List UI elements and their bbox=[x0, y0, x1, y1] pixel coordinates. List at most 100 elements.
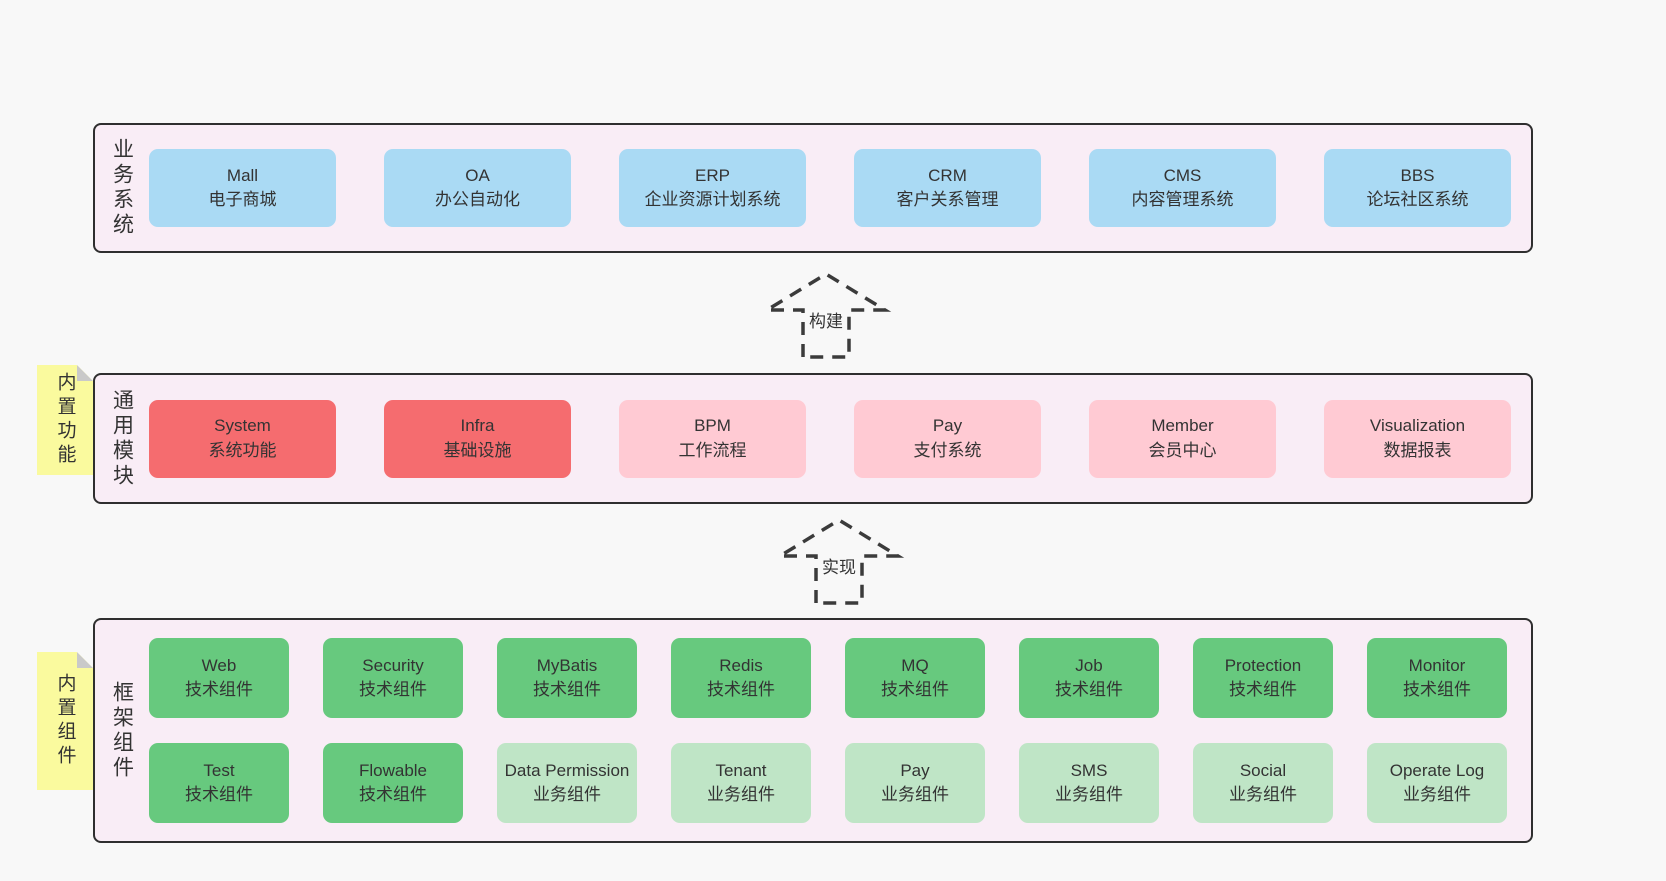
box-subtitle: 客户关系管理 bbox=[896, 190, 999, 209]
box-subtitle: 系统功能 bbox=[208, 440, 277, 460]
box-title: Flowable bbox=[358, 760, 428, 780]
box-subtitle: 工作流程 bbox=[678, 440, 747, 460]
box-subtitle: 基础设施 bbox=[443, 440, 512, 460]
box-title: ERP bbox=[695, 165, 730, 185]
box-subtitle: 技术组件 bbox=[533, 680, 601, 699]
box-social: Social 业务组件 bbox=[1193, 743, 1333, 823]
box-oa: OA 办公自动化 bbox=[384, 149, 571, 227]
box-subtitle: 内容管理系统 bbox=[1131, 190, 1234, 209]
band-label-framework-components: 框架组件 bbox=[95, 620, 149, 841]
box-title: Job bbox=[1075, 655, 1103, 675]
implement-arrow: 实现 bbox=[770, 514, 908, 606]
band-framework-components: 框架组件 Web 技术组件 Security 技术组件 MyBatis 技术组件… bbox=[93, 618, 1533, 843]
box-monitor: Monitor 技术组件 bbox=[1367, 638, 1507, 718]
box-title: Test bbox=[203, 760, 235, 780]
box-title: MQ bbox=[901, 655, 929, 675]
box-title: CMS bbox=[1163, 165, 1202, 185]
box-erp: ERP 企业资源计划系统 bbox=[619, 149, 806, 227]
box-title: BBS bbox=[1400, 165, 1435, 185]
box-mall: Mall 电子商城 bbox=[149, 149, 336, 227]
box-title: Infra bbox=[460, 416, 495, 436]
band-label-text: 框架组件 bbox=[110, 680, 134, 781]
box-title: Monitor bbox=[1408, 655, 1466, 675]
box-test: Test 技术组件 bbox=[149, 743, 289, 823]
box-web: Web 技术组件 bbox=[149, 638, 289, 718]
box-title: BPM bbox=[694, 416, 731, 436]
box-title: Pay bbox=[932, 416, 963, 436]
box-title: Security bbox=[362, 655, 424, 675]
box-subtitle: 企业资源计划系统 bbox=[644, 190, 781, 209]
up-arrow-icon bbox=[760, 271, 892, 359]
band-label-common-modules: 通用模块 bbox=[95, 375, 149, 502]
box-title: OA bbox=[465, 165, 490, 185]
box-subtitle: 业务组件 bbox=[1229, 785, 1297, 804]
box-flowable: Flowable 技术组件 bbox=[323, 743, 463, 823]
box-title: Social bbox=[1239, 760, 1287, 780]
box-bbs: BBS 论坛社区系统 bbox=[1324, 149, 1511, 227]
box-title: Redis bbox=[719, 655, 763, 675]
folded-corner-icon bbox=[77, 652, 93, 668]
folded-corner-icon bbox=[77, 365, 93, 381]
build-arrow-label: 构建 bbox=[806, 306, 846, 333]
box-subtitle: 技术组件 bbox=[1403, 680, 1471, 699]
box-subtitle: 业务组件 bbox=[1403, 785, 1471, 804]
box-subtitle: 技术组件 bbox=[185, 785, 253, 804]
band-label-text: 业务系统 bbox=[110, 138, 134, 238]
box-infra: Infra 基础设施 bbox=[384, 399, 571, 478]
box-subtitle: 技术组件 bbox=[1055, 680, 1123, 699]
box-title: Data Permission bbox=[504, 760, 630, 780]
box-subtitle: 技术组件 bbox=[1229, 680, 1297, 699]
box-title: Operate Log bbox=[1389, 760, 1485, 780]
common-modules-boxes: System 系统功能 Infra 基础设施 BPM 工作流程 Pay 支付系统… bbox=[149, 375, 1537, 502]
box-tenant: Tenant 业务组件 bbox=[671, 743, 811, 823]
box-title: Protection bbox=[1224, 655, 1302, 675]
sticky-note-text: 内置组件 bbox=[54, 673, 76, 769]
framework-components-boxes: Web 技术组件 Security 技术组件 MyBatis 技术组件 Redi… bbox=[149, 620, 1533, 841]
box-title: CRM bbox=[928, 165, 967, 185]
box-title: Member bbox=[1151, 416, 1214, 436]
box-subtitle: 电子商城 bbox=[208, 190, 277, 209]
box-operate-log: Operate Log 业务组件 bbox=[1367, 743, 1507, 823]
sticky-note-built-in-features: 内置功能 bbox=[37, 365, 93, 475]
box-pay: Pay 支付系统 bbox=[854, 399, 1041, 478]
box-title: Mall bbox=[226, 165, 259, 185]
box-sms: SMS 业务组件 bbox=[1019, 743, 1159, 823]
band-common-modules: 通用模块 System 系统功能 Infra 基础设施 BPM 工作流程 Pay… bbox=[93, 373, 1533, 504]
sticky-note-text: 内置功能 bbox=[54, 372, 76, 468]
box-system: System 系统功能 bbox=[149, 399, 336, 478]
box-title: System bbox=[214, 416, 271, 436]
box-title: Web bbox=[201, 655, 237, 675]
band-label-business-systems: 业务系统 bbox=[95, 125, 149, 251]
box-title: Visualization bbox=[1369, 416, 1466, 436]
box-subtitle: 业务组件 bbox=[1055, 785, 1123, 804]
box-subtitle: 业务组件 bbox=[707, 785, 775, 804]
box-subtitle: 办公自动化 bbox=[435, 190, 520, 209]
band-business-systems: 业务系统 Mall 电子商城 OA 办公自动化 ERP 企业资源计划系统 CRM… bbox=[93, 123, 1533, 253]
box-title: Tenant bbox=[715, 760, 767, 780]
box-subtitle: 技术组件 bbox=[185, 680, 253, 699]
box-subtitle: 技术组件 bbox=[359, 785, 427, 804]
box-subtitle: 技术组件 bbox=[881, 680, 949, 699]
box-subtitle: 数据报表 bbox=[1383, 440, 1452, 460]
box-title: SMS bbox=[1070, 760, 1108, 780]
box-security: Security 技术组件 bbox=[323, 638, 463, 718]
box-data-permission: Data Permission 业务组件 bbox=[497, 743, 637, 823]
box-subtitle: 支付系统 bbox=[913, 440, 982, 460]
box-title: MyBatis bbox=[536, 655, 598, 675]
box-cms: CMS 内容管理系统 bbox=[1089, 149, 1276, 227]
box-visualization: Visualization 数据报表 bbox=[1324, 399, 1511, 478]
box-subtitle: 业务组件 bbox=[533, 785, 601, 804]
box-protection: Protection 技术组件 bbox=[1193, 638, 1333, 718]
box-mq: MQ 技术组件 bbox=[845, 638, 985, 718]
band-label-text: 通用模块 bbox=[110, 388, 134, 489]
box-crm: CRM 客户关系管理 bbox=[854, 149, 1041, 227]
business-systems-boxes: Mall 电子商城 OA 办公自动化 ERP 企业资源计划系统 CRM 客户关系… bbox=[149, 125, 1537, 251]
sticky-note-built-in-components: 内置组件 bbox=[37, 652, 93, 790]
box-subtitle: 会员中心 bbox=[1148, 440, 1217, 460]
box-subtitle: 论坛社区系统 bbox=[1366, 190, 1469, 209]
box-subtitle: 技术组件 bbox=[707, 680, 775, 699]
box-bpm: BPM 工作流程 bbox=[619, 399, 806, 478]
box-job: Job 技术组件 bbox=[1019, 638, 1159, 718]
box-mybatis: MyBatis 技术组件 bbox=[497, 638, 637, 718]
box-member: Member 会员中心 bbox=[1089, 399, 1276, 478]
